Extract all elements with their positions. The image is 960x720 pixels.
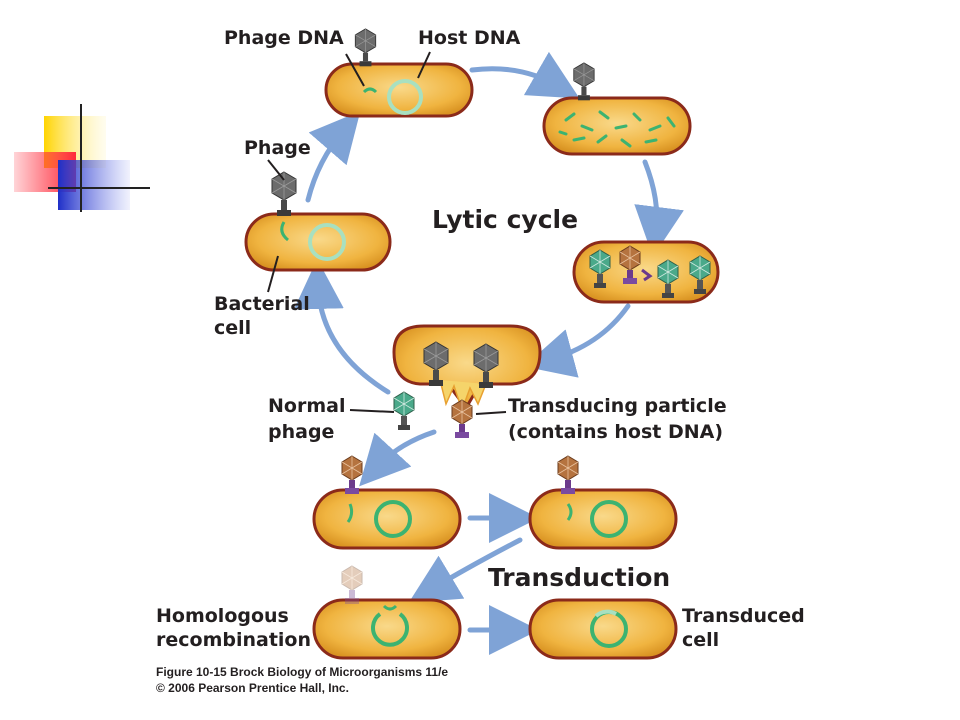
- decorative-squares: [14, 104, 150, 212]
- cell-transduced: [528, 598, 678, 660]
- cycle-arrows: [293, 51, 684, 655]
- caption-line-2: © 2006 Pearson Prentice Hall, Inc.: [156, 681, 349, 695]
- cell-recombination: [312, 565, 462, 660]
- cell-transduction-2: [528, 455, 678, 550]
- cell-degraded-dna: [542, 62, 692, 156]
- label-transduced-1: Transduced: [682, 605, 805, 627]
- label-lytic-cycle: Lytic cycle: [432, 205, 578, 234]
- label-normal-phage-2: phage: [268, 421, 334, 443]
- label-bacterial-cell-2: cell: [214, 317, 251, 339]
- label-phage-dna: Phage DNA: [224, 27, 344, 49]
- cell-top-infection: [324, 28, 474, 118]
- leader-lines: [267, 51, 507, 415]
- label-transducing-particle-1: Transducing particle: [508, 395, 727, 417]
- cell-phage-attached: [244, 171, 392, 272]
- label-normal-phage-1: Normal: [268, 395, 345, 417]
- cell-lysis: [392, 324, 542, 413]
- label-transducing-particle-2: (contains host DNA): [508, 421, 723, 443]
- label-transduction: Transduction: [488, 563, 670, 592]
- label-phage: Phage: [244, 137, 311, 159]
- label-homologous-2: recombination: [156, 629, 311, 651]
- caption-line-1: Figure 10-15 Brock Biology of Microorgan…: [156, 665, 448, 679]
- label-transduced-2: cell: [682, 629, 719, 651]
- label-homologous-1: Homologous: [156, 605, 289, 627]
- cell-transduction-1: [312, 455, 462, 550]
- label-bacterial-cell-1: Bacterial: [214, 293, 310, 315]
- label-host-dna: Host DNA: [418, 27, 521, 49]
- cell-assembly: [572, 240, 720, 304]
